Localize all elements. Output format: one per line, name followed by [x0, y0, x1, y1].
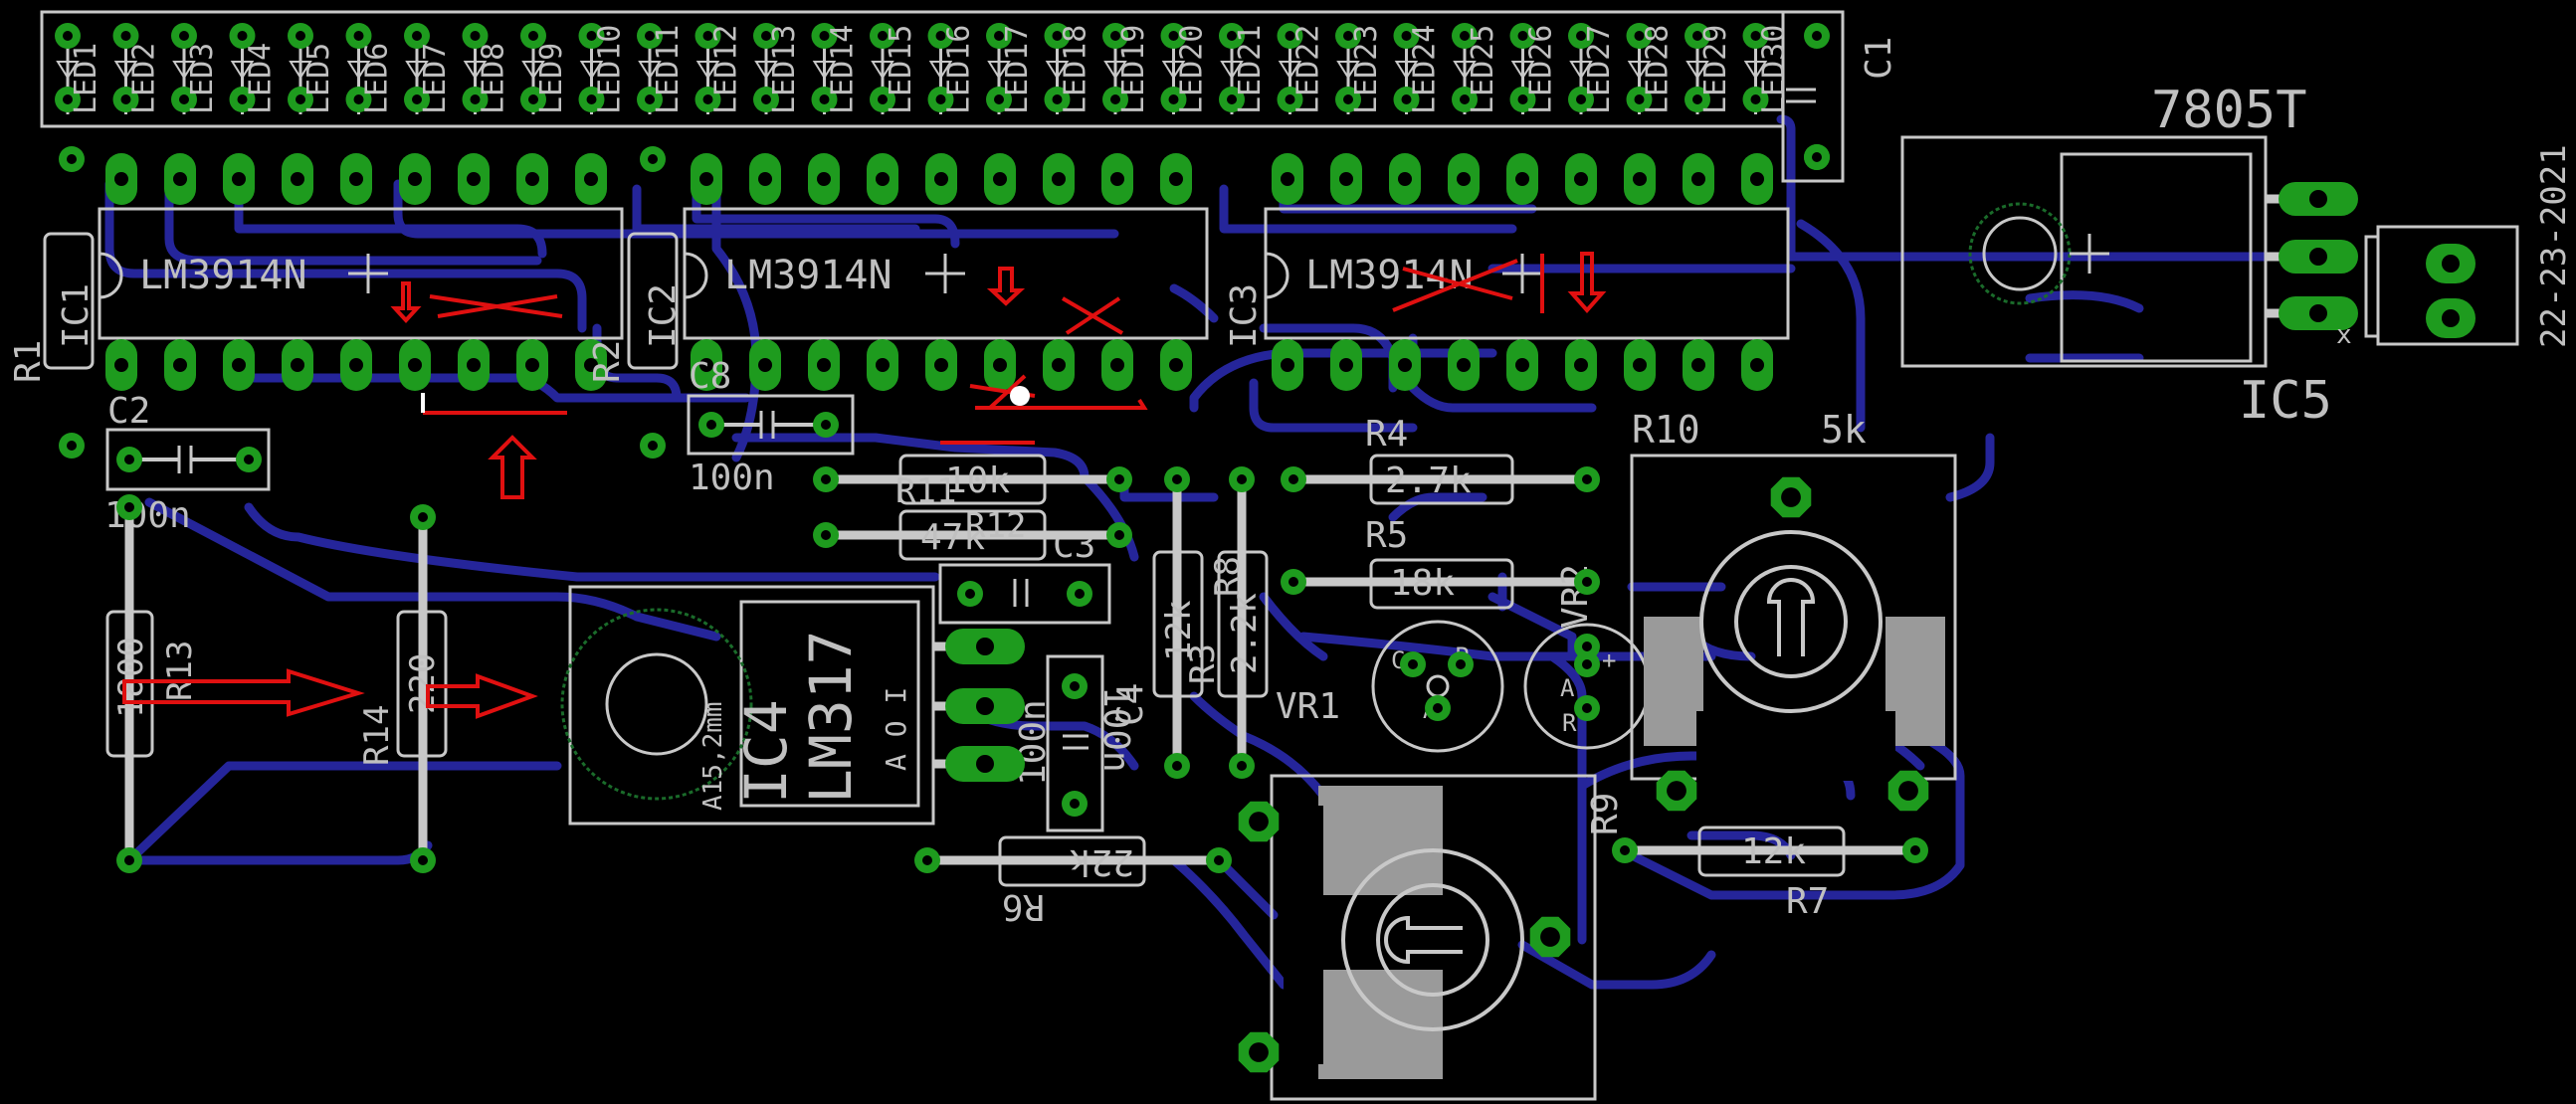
ic4-outline: IC4 LM317 A15,2mm A O I	[560, 585, 1025, 826]
c2-label: C2	[107, 391, 150, 432]
chip-pads	[105, 153, 1773, 391]
led-label: LED5	[301, 43, 336, 114]
led-label: LED18	[1059, 25, 1093, 114]
r2-label: R2	[587, 340, 628, 383]
r7-label: R7	[1786, 881, 1829, 922]
c4-label: C4	[1110, 683, 1151, 726]
r8-value: 2.2k	[1225, 593, 1265, 674]
led-label: LED23	[1349, 25, 1384, 114]
lower-pot	[1270, 774, 1597, 1101]
ic5-label: IC5	[2239, 371, 2332, 431]
c3-value: 100n	[1095, 686, 1136, 773]
vr2-pin-a: A	[1560, 674, 1575, 702]
r13-label: R13	[160, 641, 200, 701]
c1-label: C1	[1859, 37, 1899, 80]
led-label: LED20	[1175, 25, 1210, 114]
led-label: LED3	[185, 43, 220, 114]
vr2-outline: VR2 A R +	[1523, 564, 1651, 750]
ic2-value: LM3914N	[724, 253, 892, 298]
red-annotations	[122, 252, 1607, 719]
r12-value: 47k	[920, 517, 985, 558]
r8-label: R8	[1208, 556, 1248, 597]
led-label: LED17	[1000, 25, 1035, 114]
r12-label: R12	[965, 506, 1026, 546]
r14-label: R14	[357, 705, 397, 766]
led-label: LED27	[1582, 25, 1617, 114]
ic1-label: IC1	[56, 283, 97, 348]
led-strip: LED1 LED2 LED3 LED4 LED5 LED6 LED7 LED8 LED9 LED1…	[55, 23, 1830, 170]
r1-label: R1	[8, 340, 49, 383]
led-label: LED6	[360, 43, 395, 114]
led-label: LED21	[1233, 25, 1268, 114]
led-bar	[40, 10, 1845, 183]
led-label: LED11	[651, 25, 686, 114]
led-label: LED29	[1698, 25, 1733, 114]
r10-label: R10	[1632, 408, 1700, 452]
led-label: LED13	[767, 25, 802, 114]
ic4-pin-marks: A O I	[880, 687, 912, 771]
r4-value: 2.7k	[1385, 460, 1472, 501]
r6-value: 22k	[1070, 841, 1134, 882]
r5-value: 18k	[1390, 563, 1455, 604]
led-label: LED7	[418, 43, 453, 114]
led-label: LED14	[826, 25, 861, 114]
r6-label: R6	[1002, 886, 1045, 927]
r10-value: 5k	[1821, 408, 1867, 452]
led-label: LED10	[593, 25, 628, 114]
ic4-note: A15,2mm	[698, 701, 728, 811]
led-label: LED22	[1291, 25, 1326, 114]
r14-value: 220	[403, 653, 443, 714]
led-label: LED30	[1757, 25, 1792, 114]
vr1-label: VR1	[1276, 686, 1340, 727]
led-label: LED26	[1524, 25, 1559, 114]
ic3-outline: LM3914N	[1264, 207, 1790, 340]
led-label: LED4	[244, 43, 279, 114]
r5-label: R5	[1365, 515, 1408, 556]
led-label: LED1	[69, 43, 103, 114]
ic3-value: LM3914N	[1305, 253, 1474, 298]
ic5-value: 7805T	[2151, 81, 2307, 140]
ic4-value: LM317	[797, 630, 865, 804]
r4-label: R4	[1365, 414, 1408, 455]
led-label: LED12	[709, 25, 744, 114]
r10-pot: R10 5k	[1630, 408, 1957, 781]
led-label: LED25	[1466, 25, 1500, 114]
ic3-label: IC3	[1224, 283, 1265, 348]
led-label: LED2	[127, 43, 162, 114]
c8-value: 100n	[689, 458, 775, 498]
ic5-outline: 7805T IC5 x	[1900, 81, 2358, 431]
led-label: LED15	[884, 25, 918, 114]
r3-value: 12k	[1159, 601, 1199, 661]
r11-value: 10k	[945, 460, 1010, 501]
led-label: LED19	[1116, 25, 1151, 114]
through-hole-pads	[59, 144, 1929, 1073]
ic1-value: LM3914N	[139, 253, 307, 298]
r11-label: R11	[895, 471, 956, 511]
ic5-pin-x: x	[2336, 320, 2352, 350]
power-connector	[2364, 225, 2519, 346]
c8-label: C8	[689, 356, 731, 397]
led-label: LED9	[534, 43, 569, 114]
led-label: LED28	[1641, 25, 1676, 114]
r9-label: R9	[1585, 793, 1626, 835]
date-label: 22-23-2021	[2534, 144, 2574, 348]
vr2-pin-plus: +	[1602, 646, 1616, 674]
r13-value: 1800	[111, 637, 151, 718]
r3-label: R3	[1183, 644, 1223, 684]
ic2-outline: LM3914N	[683, 207, 1209, 340]
led-label: LED24	[1408, 25, 1443, 114]
led-label: LED8	[477, 43, 511, 114]
r7-value: 12k	[1741, 831, 1806, 872]
vr2-pin-r: R	[1562, 709, 1577, 737]
ic4-label: IC4	[732, 699, 800, 804]
resistors	[105, 454, 1915, 887]
c2-value: 100n	[104, 495, 191, 536]
ic1-outline: LM3914N	[98, 207, 624, 340]
led-label: LED16	[942, 25, 977, 114]
